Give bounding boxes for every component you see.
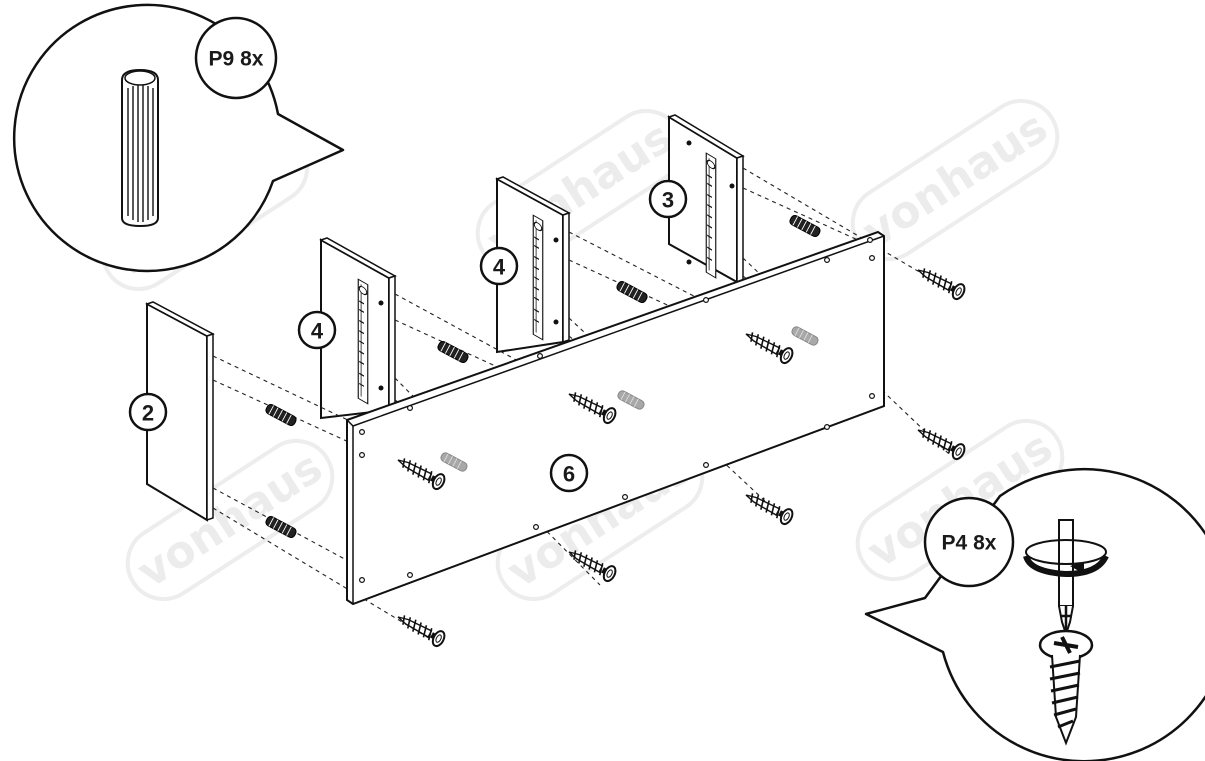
watermark-text: vonhaus	[854, 102, 1057, 258]
part-label-3: 3	[648, 179, 688, 219]
screw-icon	[1038, 629, 1094, 746]
svg-text:2: 2	[142, 401, 154, 426]
part-label-6: 6	[549, 453, 589, 493]
svg-text:4: 4	[311, 319, 324, 344]
screw-callout-label: P4 8x	[942, 532, 997, 555]
screw-callout: P4 8x	[864, 467, 1205, 761]
dowel-icon	[121, 68, 159, 228]
part-label-4-rear: 4	[479, 246, 519, 286]
svg-text:6: 6	[563, 462, 575, 487]
part-label-4-front: 4	[297, 310, 337, 350]
panel-2	[145, 301, 215, 522]
dowel-callout: P9 8x	[12, 3, 345, 273]
svg-text:4: 4	[493, 255, 506, 280]
part-label-2: 2	[128, 392, 168, 432]
part-labels: 2 4 4 3 6	[128, 179, 688, 493]
rotate-clockwise-icon	[1023, 539, 1109, 578]
panel-6	[346, 230, 885, 606]
panel-4-rear	[495, 176, 571, 354]
panel-4-front	[319, 237, 397, 420]
svg-text:3: 3	[662, 188, 674, 213]
panel-3	[667, 114, 745, 284]
dowel-callout-label: P9 8x	[209, 48, 264, 71]
